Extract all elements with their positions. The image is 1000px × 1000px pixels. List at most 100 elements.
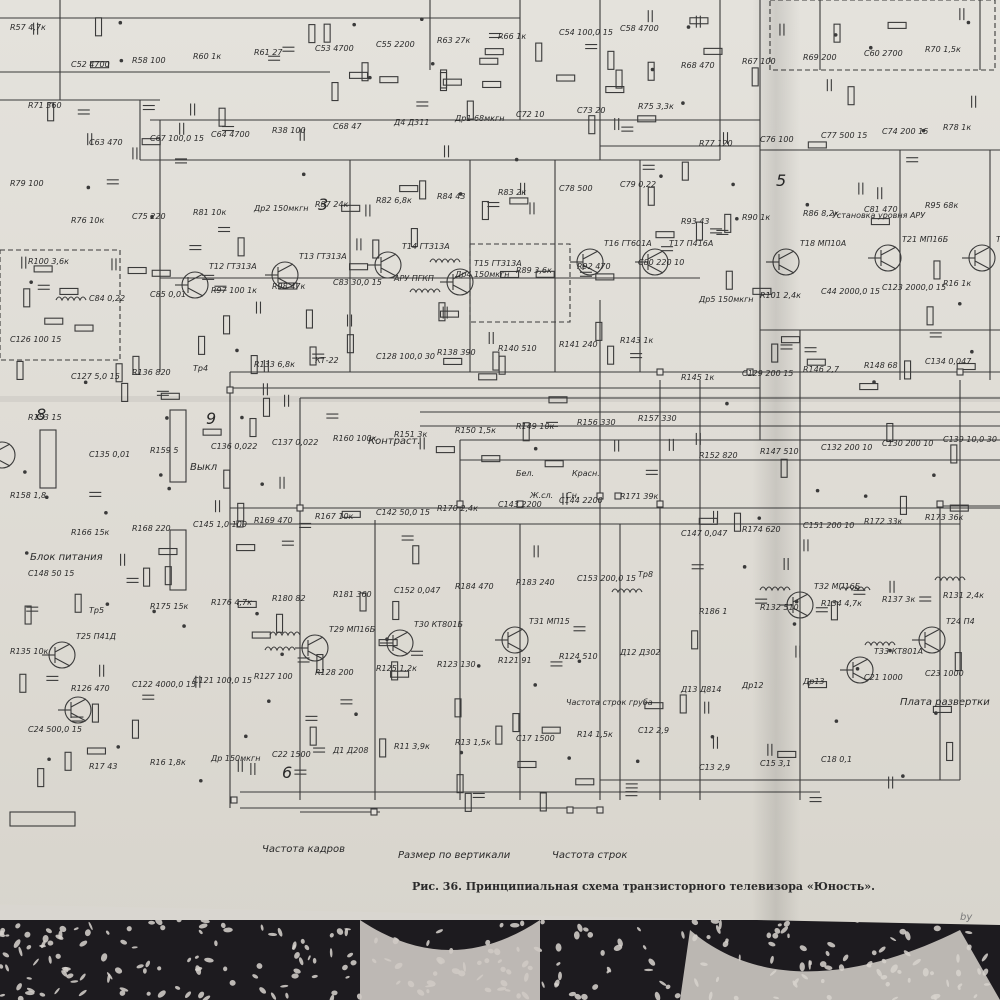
note-blue: Сн. — [566, 491, 579, 500]
component-label: R100 3,6к — [28, 257, 69, 266]
component-label: R133 6,8к — [254, 360, 295, 369]
component-label: C73 20 — [577, 106, 606, 115]
component-label: C17 1500 — [516, 734, 555, 743]
component-label: C81 470 — [864, 205, 898, 214]
component-label: R83 2к — [498, 188, 526, 197]
note-contrast: Контраст. — [368, 436, 421, 447]
component-label: R160 100к — [333, 434, 377, 443]
component-label: R170 2,4к — [437, 504, 478, 513]
transistor-label: Т16 ГТ601А — [604, 239, 652, 248]
component-label: R57 4,7к — [10, 23, 46, 32]
component-label: R159 5 — [150, 446, 178, 455]
component-label: R135 10к — [10, 647, 49, 656]
component-label: Др4 150мкгн — [454, 270, 510, 279]
block-number-9: 9 — [206, 409, 216, 428]
component-label: C75 220 — [132, 212, 166, 221]
component-label: R76 10к — [71, 216, 104, 225]
component-label: R84 43 — [437, 192, 465, 201]
lace-tablecloth — [0, 920, 1000, 1000]
transistor-label: Т29 МП16Б — [329, 625, 376, 634]
component-label: C85 0,01 — [150, 290, 186, 299]
component-label: C55 2200 — [376, 40, 415, 49]
transistor-label: Т32 МП16Б — [814, 582, 861, 591]
paper-fold-horizontal — [0, 396, 1000, 402]
component-label: R183 240 — [516, 578, 555, 587]
component-label: R149 10к — [516, 422, 555, 431]
component-label: КТ-22 — [315, 356, 339, 365]
component-label: C64 4700 — [211, 130, 250, 139]
note-power-block: Блок питания — [30, 552, 103, 563]
component-label: R78 1к — [943, 123, 971, 132]
component-label: R38 100 — [272, 126, 306, 135]
note-line-freq: Частота строк — [552, 850, 627, 861]
component-label: R168 220 — [132, 524, 171, 533]
component-label: R127 100 — [254, 672, 293, 681]
component-label: C18 0,1 — [821, 755, 852, 764]
component-label: R156 330 — [577, 418, 616, 427]
component-label: C127 5,0 15 — [71, 372, 120, 381]
component-label: R13 1,5к — [455, 738, 491, 747]
transistor-label: Т14 ГТ313А — [402, 242, 450, 251]
component-label: R150 1,5к — [455, 426, 496, 435]
transistor-label: Т17 П416А — [669, 239, 713, 248]
component-label: C148 50 15 — [28, 569, 74, 578]
component-label: Д1 Д208 — [332, 746, 368, 755]
component-label: C79 0,22 — [620, 180, 656, 189]
component-label: Тр4 — [193, 364, 208, 373]
component-label: R11 3,9к — [394, 742, 430, 751]
block-number-8: 8 — [36, 405, 46, 424]
component-label: C21 1000 — [864, 673, 903, 682]
component-label: R81 10к — [193, 208, 226, 217]
component-label: Д4 Д311 — [393, 118, 429, 127]
component-label: C77 500 15 — [821, 131, 867, 140]
component-label: R186 1 — [699, 607, 727, 616]
component-label: Тр5 — [89, 606, 104, 615]
component-label: R176 4,7к — [211, 598, 252, 607]
transistor-label: Т21 МП16Б — [902, 235, 949, 244]
component-label: R82 6,8к — [376, 196, 412, 205]
component-label: R141 240 — [559, 340, 598, 349]
component-label: R128 200 — [315, 668, 354, 677]
component-label: Др13 — [802, 677, 825, 686]
component-label: R138 390 — [437, 348, 476, 357]
transistor-label: Т24 П4 — [946, 617, 975, 626]
component-label: R87 24к — [315, 200, 348, 209]
component-label: R184 470 — [455, 582, 494, 591]
component-symbols — [0, 8, 996, 827]
component-label: C143 2200 — [498, 500, 542, 509]
note-line-freq-coarse: Частота строк груба — [566, 698, 653, 707]
component-label: C84 0,22 — [89, 294, 125, 303]
block-number-6: 6 — [282, 763, 292, 782]
component-label: R121 91 — [498, 656, 532, 665]
component-label: C130 200 10 — [882, 439, 933, 448]
component-label: R14 1,5к — [577, 730, 613, 739]
component-label: R167 10к — [315, 512, 354, 521]
component-label: R126 470 — [71, 684, 110, 693]
component-label: R143 1к — [620, 336, 653, 345]
transistor-label: Т31 МП15 — [529, 617, 570, 626]
component-label: C121 100,0 15 — [193, 676, 252, 685]
block-number-3: 3 — [318, 195, 328, 214]
component-label: C144 2200 — [559, 496, 603, 505]
component-label: R17 43 — [89, 762, 117, 771]
component-label: Др 150мкгн — [210, 754, 260, 763]
component-label: R68 470 — [681, 61, 715, 70]
component-label: R151 3к — [394, 430, 427, 439]
component-label: R77 120 — [699, 139, 733, 148]
component-label: R66 1к — [498, 32, 526, 41]
component-label: R123 130 — [437, 660, 476, 669]
component-label: R140 510 — [498, 344, 537, 353]
component-label: R146 2,7 — [803, 365, 840, 374]
watermark: by — [960, 912, 973, 923]
transistor-label: Т18 МП10А — [800, 239, 846, 248]
component-label: R145 1к — [681, 373, 714, 382]
transistor-label: Т12 ГТ313А — [209, 262, 257, 271]
component-label: R97 100 1к — [211, 286, 257, 295]
component-label: C23 1000 — [925, 669, 964, 678]
component-label: C134 0,047 — [925, 357, 972, 366]
transistor-label: Т23 МП15 — [996, 235, 1000, 244]
component-label: R95 68к — [925, 201, 958, 210]
component-label: R71 360 — [28, 101, 62, 110]
